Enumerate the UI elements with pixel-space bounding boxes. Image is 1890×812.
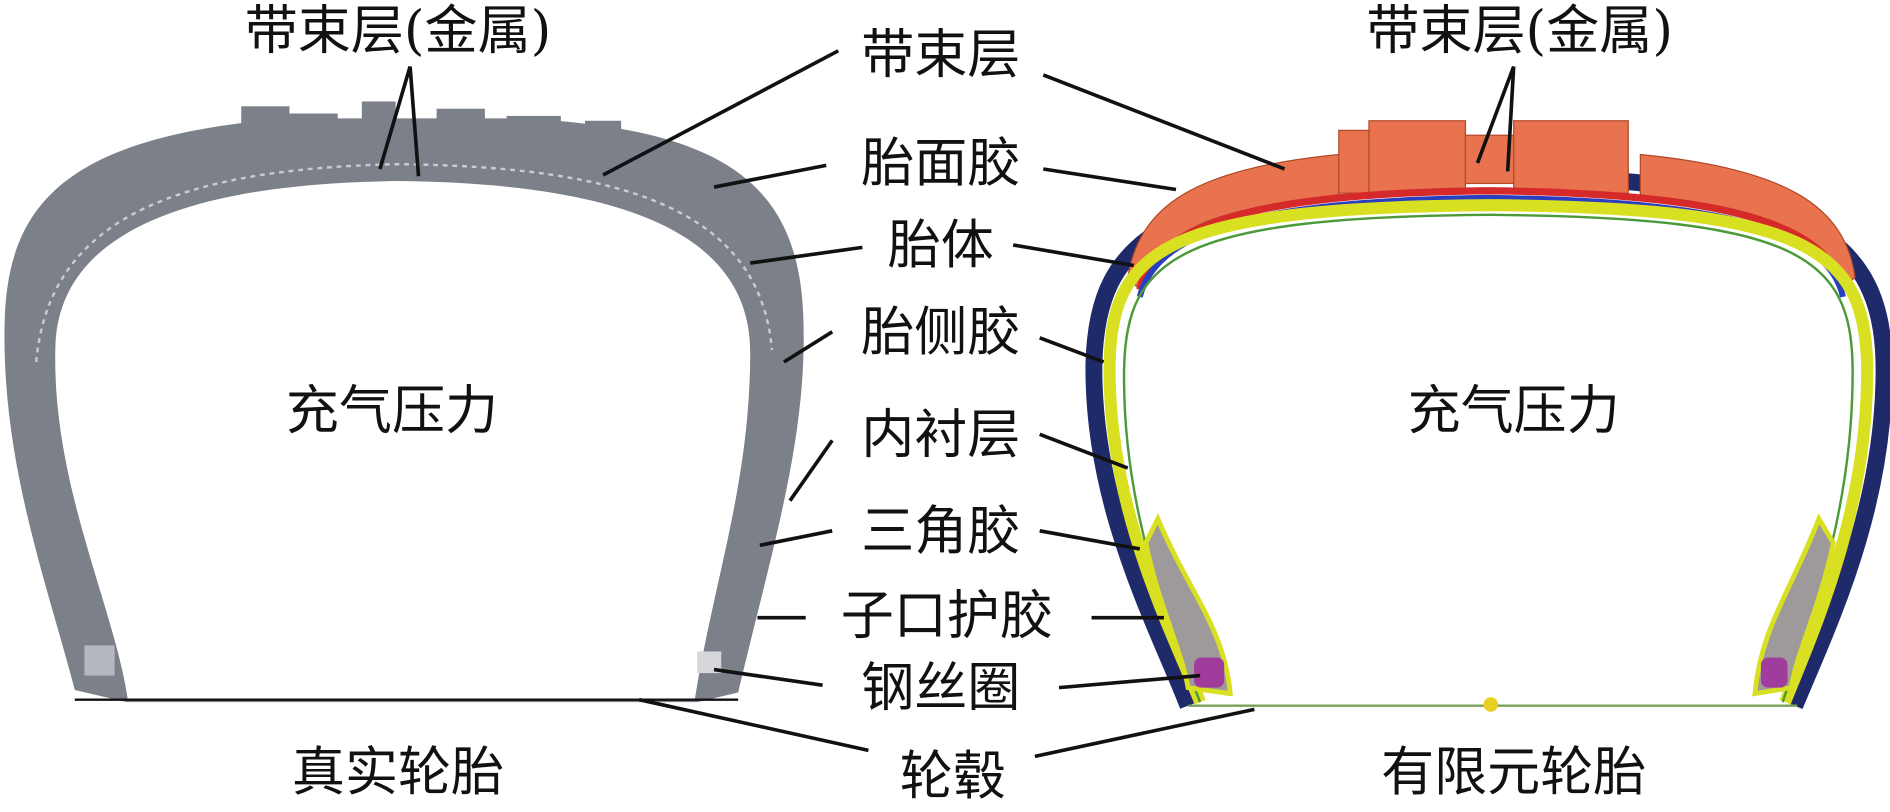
bead-wire-icon xyxy=(1760,657,1788,688)
real-tire xyxy=(4,101,804,703)
label-tread: 胎面胶 xyxy=(861,132,1020,194)
label-hub: 轮毂 xyxy=(900,745,1006,807)
label-sidewall: 胎侧胶 xyxy=(861,301,1020,363)
label-pressure-left: 充气压力 xyxy=(286,379,498,441)
hub-center-icon xyxy=(1483,697,1499,712)
label-real-tire: 真实轮胎 xyxy=(292,741,504,803)
label-carcass: 胎体 xyxy=(888,214,994,276)
label-bead-wire: 钢丝圈 xyxy=(861,657,1020,719)
bead-wire-icon xyxy=(1194,657,1225,688)
fe-tire xyxy=(1085,120,1890,712)
label-chafer: 子口护胶 xyxy=(841,584,1053,646)
label-belt-metal-right: 带束层(金属) xyxy=(1366,0,1673,61)
bead-wire-icon xyxy=(84,645,115,676)
leader-lines xyxy=(378,49,1516,759)
label-inner-liner: 内衬层 xyxy=(861,403,1020,465)
bead-wire-icon xyxy=(697,651,722,674)
label-belt-metal-left: 带束层(金属) xyxy=(245,0,552,61)
label-belt: 带束层 xyxy=(861,24,1020,86)
label-apex: 三角胶 xyxy=(861,500,1020,562)
label-pressure-right: 充气压力 xyxy=(1408,379,1620,441)
label-fe-tire: 有限元轮胎 xyxy=(1381,741,1646,803)
